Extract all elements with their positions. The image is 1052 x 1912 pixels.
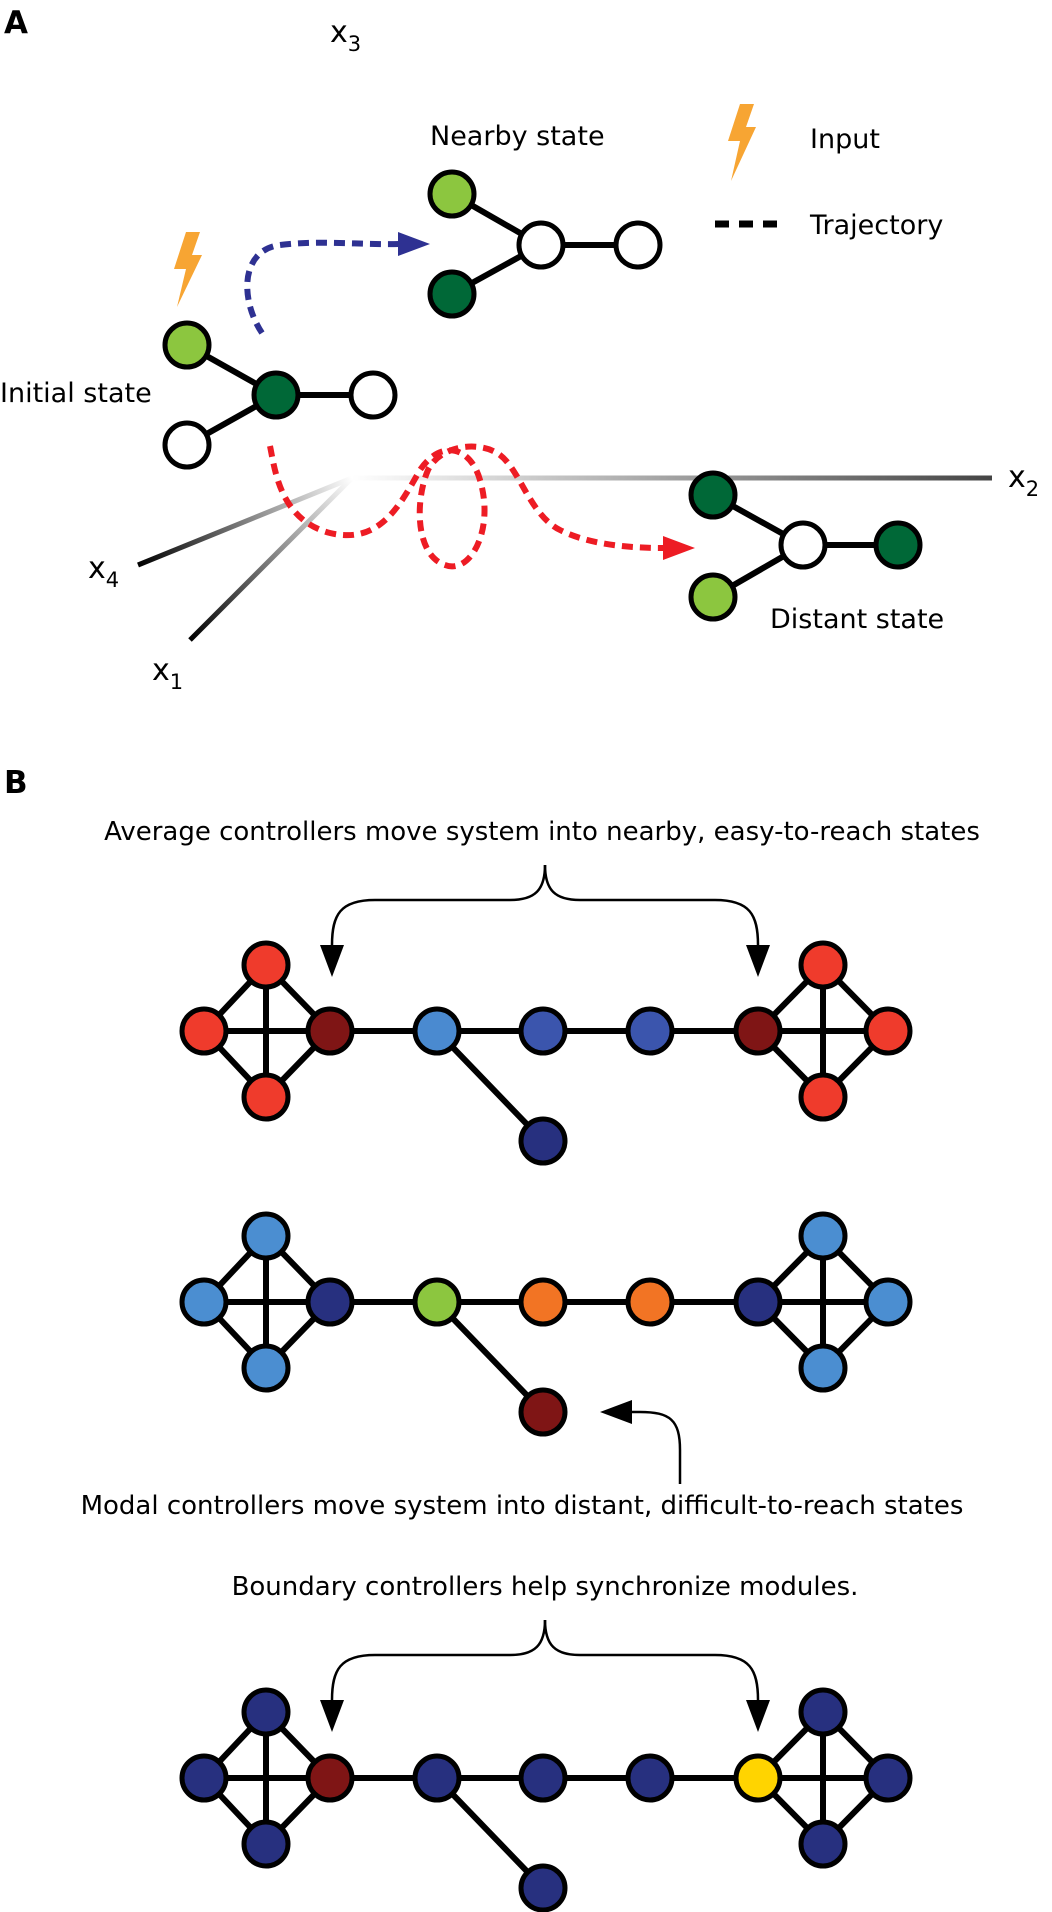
boundary-brace-arrows — [320, 1619, 770, 1732]
network-node — [518, 1277, 568, 1327]
state-space-axes — [137, 70, 992, 642]
distant-state-network — [688, 470, 923, 622]
network-node — [241, 1211, 291, 1261]
panel-b: B Average controllers move system into n… — [4, 765, 980, 1912]
network-node — [625, 1753, 675, 1803]
network-node — [412, 1006, 462, 1056]
network-node — [798, 1819, 848, 1869]
network-node — [625, 1006, 675, 1056]
modal-controllers-network — [179, 1211, 913, 1437]
legend-bolt-icon — [728, 104, 756, 181]
nearby-state-label: Nearby state — [430, 121, 605, 152]
network-node — [733, 1006, 783, 1056]
trajectory-nearby — [244, 232, 430, 335]
network-edge — [434, 1299, 546, 1415]
network-node — [179, 1277, 229, 1327]
axis-x1-label: x1 — [152, 653, 183, 694]
network-node — [518, 1863, 568, 1912]
network-node — [305, 1006, 355, 1056]
axis-x4-label: x4 — [88, 551, 119, 592]
network-node — [241, 1819, 291, 1869]
legend: Input Trajectory — [715, 104, 943, 241]
network-node — [863, 1006, 913, 1056]
legend-trajectory-label: Trajectory — [809, 210, 943, 241]
modal-arrow — [600, 1400, 682, 1484]
network-node — [798, 1211, 848, 1261]
modal-caption: Modal controllers move system into dista… — [81, 1491, 964, 1521]
network-node — [798, 1687, 848, 1737]
network-node — [798, 940, 848, 990]
distant-state-label: Distant state — [770, 604, 944, 635]
network-node — [412, 1277, 462, 1327]
legend-input-label: Input — [810, 124, 880, 155]
network-node — [863, 1277, 913, 1327]
network-node — [798, 1343, 848, 1393]
network-node — [733, 1753, 783, 1803]
network-node — [518, 1006, 568, 1056]
boundary-controllers-network — [179, 1687, 913, 1912]
average-caption: Average controllers move system into nea… — [104, 817, 980, 847]
trajectory-distant — [267, 443, 695, 570]
network-node — [733, 1277, 783, 1327]
network-node — [305, 1753, 355, 1803]
boundary-caption: Boundary controllers help synchronize mo… — [232, 1572, 859, 1602]
network-node — [241, 1687, 291, 1737]
input-bolt-icon — [174, 232, 202, 307]
network-node — [798, 1072, 848, 1122]
network-node — [863, 1753, 913, 1803]
panel-a: A x3 x2 x4 x1 — [0, 5, 1039, 694]
initial-state-network — [162, 320, 398, 470]
axis-x2-label: x2 — [1008, 460, 1039, 501]
network-edge — [434, 1028, 546, 1144]
network-node — [305, 1277, 355, 1327]
network-edge — [434, 1775, 546, 1891]
network-node — [518, 1387, 568, 1437]
panel-b-letter: B — [4, 765, 28, 801]
network-node — [412, 1753, 462, 1803]
network-node — [179, 1753, 229, 1803]
network-node — [241, 940, 291, 990]
axis-x1-line — [188, 476, 354, 642]
axis-x3-label: x3 — [330, 15, 361, 56]
network-node — [241, 1343, 291, 1393]
panel-a-letter: A — [4, 5, 28, 41]
axis-x4-line — [137, 475, 353, 568]
network-node — [518, 1753, 568, 1803]
axis-x2-line — [352, 475, 992, 481]
network-node — [179, 1006, 229, 1056]
average-brace-arrows — [320, 864, 770, 977]
nearby-state-network — [427, 169, 663, 319]
average-controllers-network — [179, 940, 913, 1166]
network-node — [241, 1072, 291, 1122]
network-node — [625, 1277, 675, 1327]
network-node — [518, 1116, 568, 1166]
initial-state-label: Initial state — [0, 378, 152, 409]
